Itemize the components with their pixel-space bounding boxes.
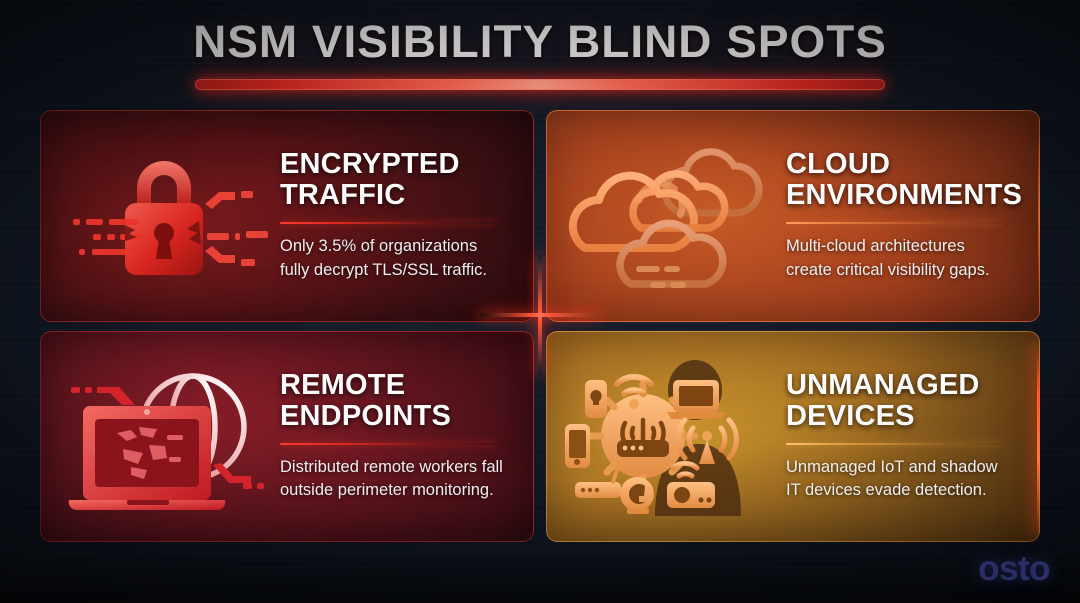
card-title-line1: CLOUD <box>786 148 891 181</box>
clouds-icon <box>554 110 786 322</box>
page-title: NSM VISIBILITY BLIND SPOTS <box>193 16 887 67</box>
card-title-line2: TRAFFIC <box>280 179 406 212</box>
card-title-line1: REMOTE <box>280 368 406 401</box>
header: NSM VISIBILITY BLIND SPOTS <box>0 16 1080 91</box>
card-divider <box>786 222 1002 225</box>
card-description-line2: outside perimeter monitoring. <box>280 481 494 500</box>
card-description-line1: Distributed remote workers fall <box>280 457 503 476</box>
iot-devices-icon <box>554 331 786 543</box>
card-divider <box>280 442 496 445</box>
card-description-line1: Multi-cloud architectures <box>786 237 965 256</box>
card-description: Multi-cloud architectures create critica… <box>786 235 1022 282</box>
title-underline <box>195 79 885 91</box>
card-text: CLOUD ENVIRONMENTS Multi-cloud architect… <box>786 149 1028 282</box>
card-description-line2: fully decrypt TLS/SSL traffic. <box>280 260 487 279</box>
card-divider <box>280 222 496 225</box>
padlock-icon <box>48 110 280 322</box>
laptop-globe-icon <box>48 331 280 543</box>
card-title: REMOTE ENDPOINTS <box>280 368 514 432</box>
bottom-vignette <box>0 551 1080 603</box>
card-description-line2: IT devices evade detection. <box>786 481 987 500</box>
card-description-line1: Unmanaged IoT and shadow <box>786 457 998 476</box>
card-text: REMOTE ENDPOINTS Distributed remote work… <box>280 368 520 503</box>
card-title-line2: ENDPOINTS <box>280 399 451 432</box>
card-title-line2: DEVICES <box>786 399 915 432</box>
title-underline-bar <box>195 79 885 91</box>
card-title: UNMANAGED DEVICES <box>786 368 1020 432</box>
card-title-line2: ENVIRONMENTS <box>786 179 1023 212</box>
card-text: UNMANAGED DEVICES Unmanaged IoT and shad… <box>786 368 1026 503</box>
card-description: Distributed remote workers fall outside … <box>280 456 514 503</box>
card-title-line1: UNMANAGED <box>786 368 980 401</box>
card-remote-endpoints[interactable]: REMOTE ENDPOINTS Distributed remote work… <box>40 330 534 543</box>
card-title: CLOUD ENVIRONMENTS <box>786 149 1022 211</box>
brand-logo[interactable]: osto <box>978 549 1050 588</box>
card-cloud-environments[interactable]: CLOUD ENVIRONMENTS Multi-cloud architect… <box>546 110 1040 322</box>
card-divider <box>786 442 1002 445</box>
card-title: ENCRYPTED TRAFFIC <box>280 149 514 211</box>
card-text: ENCRYPTED TRAFFIC Only 3.5% of organizat… <box>280 149 520 282</box>
card-unmanaged-devices[interactable]: UNMANAGED DEVICES Unmanaged IoT and shad… <box>546 330 1040 543</box>
blind-spots-grid: ENCRYPTED TRAFFIC Only 3.5% of organizat… <box>40 110 1040 542</box>
card-encrypted-traffic[interactable]: ENCRYPTED TRAFFIC Only 3.5% of organizat… <box>40 110 534 322</box>
card-description-line1: Only 3.5% of organizations <box>280 237 478 256</box>
card-description-line2: create critical visibility gaps. <box>786 260 990 279</box>
card-title-line1: ENCRYPTED <box>280 148 460 181</box>
card-description: Only 3.5% of organizations fully decrypt… <box>280 235 514 282</box>
card-description: Unmanaged IoT and shadow IT devices evad… <box>786 456 1020 503</box>
